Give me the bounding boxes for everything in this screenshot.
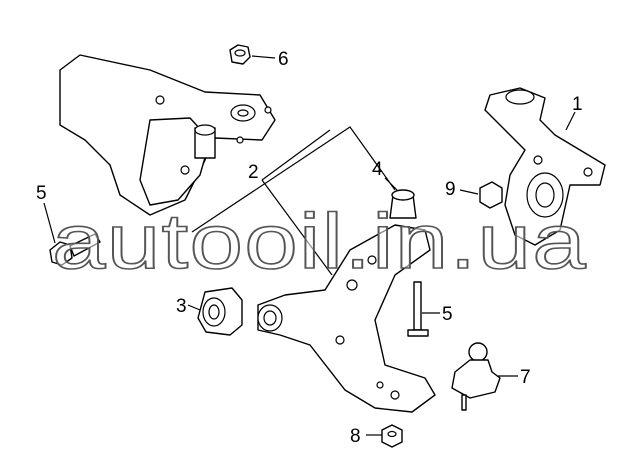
nut-8 [381,424,403,448]
callout-3: 3 [176,296,187,317]
subframe [59,54,276,216]
bolt-5-left [49,233,101,266]
bushing-3 [197,287,243,336]
ball-joint-7 [451,342,501,411]
callout-5-left: 5 [36,183,47,204]
steering-knuckle [484,87,606,246]
callout-7: 7 [520,367,531,388]
callout-9: 9 [445,179,456,200]
callout-2: 2 [248,162,259,183]
leader-lines [43,55,576,436]
callout-1: 1 [572,94,583,115]
watermark-text: autooil.in.ua [52,197,587,285]
nut-9 [479,181,503,209]
callout-4: 4 [372,159,383,180]
nut-6 [229,44,251,65]
control-arm [257,224,436,413]
callout-5-right: 5 [442,304,453,325]
callout-8: 8 [350,426,361,447]
bolt-5-right [407,281,429,337]
callout-6: 6 [278,49,289,70]
